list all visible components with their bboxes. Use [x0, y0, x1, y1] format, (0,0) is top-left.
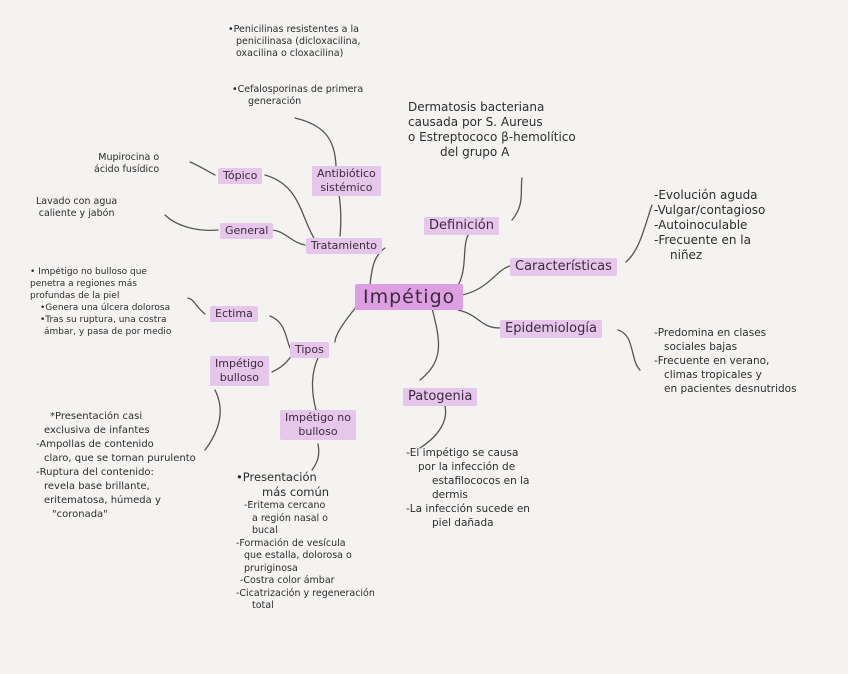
- link-tipos-no-bulloso: [311, 357, 319, 411]
- link-ectima-detail: [187, 297, 206, 315]
- node-topico[interactable]: Tópico: [218, 168, 263, 184]
- link-tipos-bulloso: [271, 354, 293, 373]
- link-root-patogenia: [419, 307, 440, 381]
- definicion-detail: Dermatosis bacteriana causada por S. Aur…: [408, 100, 576, 159]
- branch-epidemiologia[interactable]: Epidemiología: [500, 320, 602, 338]
- node-impetigo-no-bulloso[interactable]: Impétigo no bulloso: [280, 410, 356, 440]
- node-ectima[interactable]: Ectima: [210, 306, 258, 322]
- link-no-bulloso-detail: [311, 443, 320, 471]
- link-root-tipos: [334, 304, 359, 343]
- node-impetigo-bulloso[interactable]: Impétigo bulloso: [210, 356, 269, 386]
- antibiotico-detail-penicilinas: •Penicilinas resistentes a la penicilina…: [228, 24, 361, 59]
- epidemiologia-detail: -Predomina en clases sociales bajas -Fre…: [654, 327, 797, 395]
- node-antibiotico-sistemico[interactable]: Antibiótico sistémico: [312, 166, 381, 196]
- antibiotico-detail-cefalosporinas: •Cefalosporinas de primera generación: [232, 84, 364, 107]
- no-bulloso-detail: •Presentación más común -Eritema cercano…: [236, 470, 375, 611]
- ectima-detail: • Impétigo no bulloso que penetra a regi…: [30, 267, 172, 337]
- link-tratamiento-general: [269, 229, 306, 246]
- general-detail: Lavado con agua caliente y jabón: [36, 196, 118, 219]
- link-definicion-detail: [511, 177, 523, 221]
- caracteristicas-detail: -Evolución aguda -Vulgar/contagioso -Aut…: [654, 188, 766, 262]
- bulloso-detail: *Presentación casi exclusiva de infantes…: [36, 411, 196, 520]
- link-general-detail: [164, 214, 219, 231]
- patogenia-detail: -El impétigo se causa por la infección d…: [406, 447, 530, 529]
- link-root-definicion: [454, 231, 471, 291]
- branch-tipos[interactable]: Tipos: [290, 342, 329, 358]
- branch-caracteristicas[interactable]: Características: [510, 258, 617, 276]
- topico-detail: Mupirocina o ácido fusídico: [94, 152, 160, 175]
- branch-definicion[interactable]: Definición: [424, 217, 499, 235]
- link-topico-detail: [189, 161, 216, 176]
- link-root-tratamiento: [369, 247, 386, 286]
- link-root-caracteristicas: [457, 265, 511, 297]
- link-bulloso-detail: [204, 389, 221, 451]
- link-epidemiologia-detail: [617, 329, 641, 371]
- link-antibiotico-detail: [294, 117, 337, 167]
- node-general[interactable]: General: [220, 223, 274, 239]
- link-caracteristicas-detail: [625, 204, 653, 263]
- branch-tratamiento[interactable]: Tratamiento: [306, 238, 382, 254]
- link-root-epidemiologia: [457, 309, 501, 329]
- link-tratamiento-topico: [264, 174, 316, 241]
- center-node[interactable]: Impétigo: [355, 284, 464, 310]
- link-patogenia-detail: [419, 405, 447, 449]
- link-tipos-ectima: [269, 315, 291, 349]
- branch-patogenia[interactable]: Patogenia: [403, 388, 478, 406]
